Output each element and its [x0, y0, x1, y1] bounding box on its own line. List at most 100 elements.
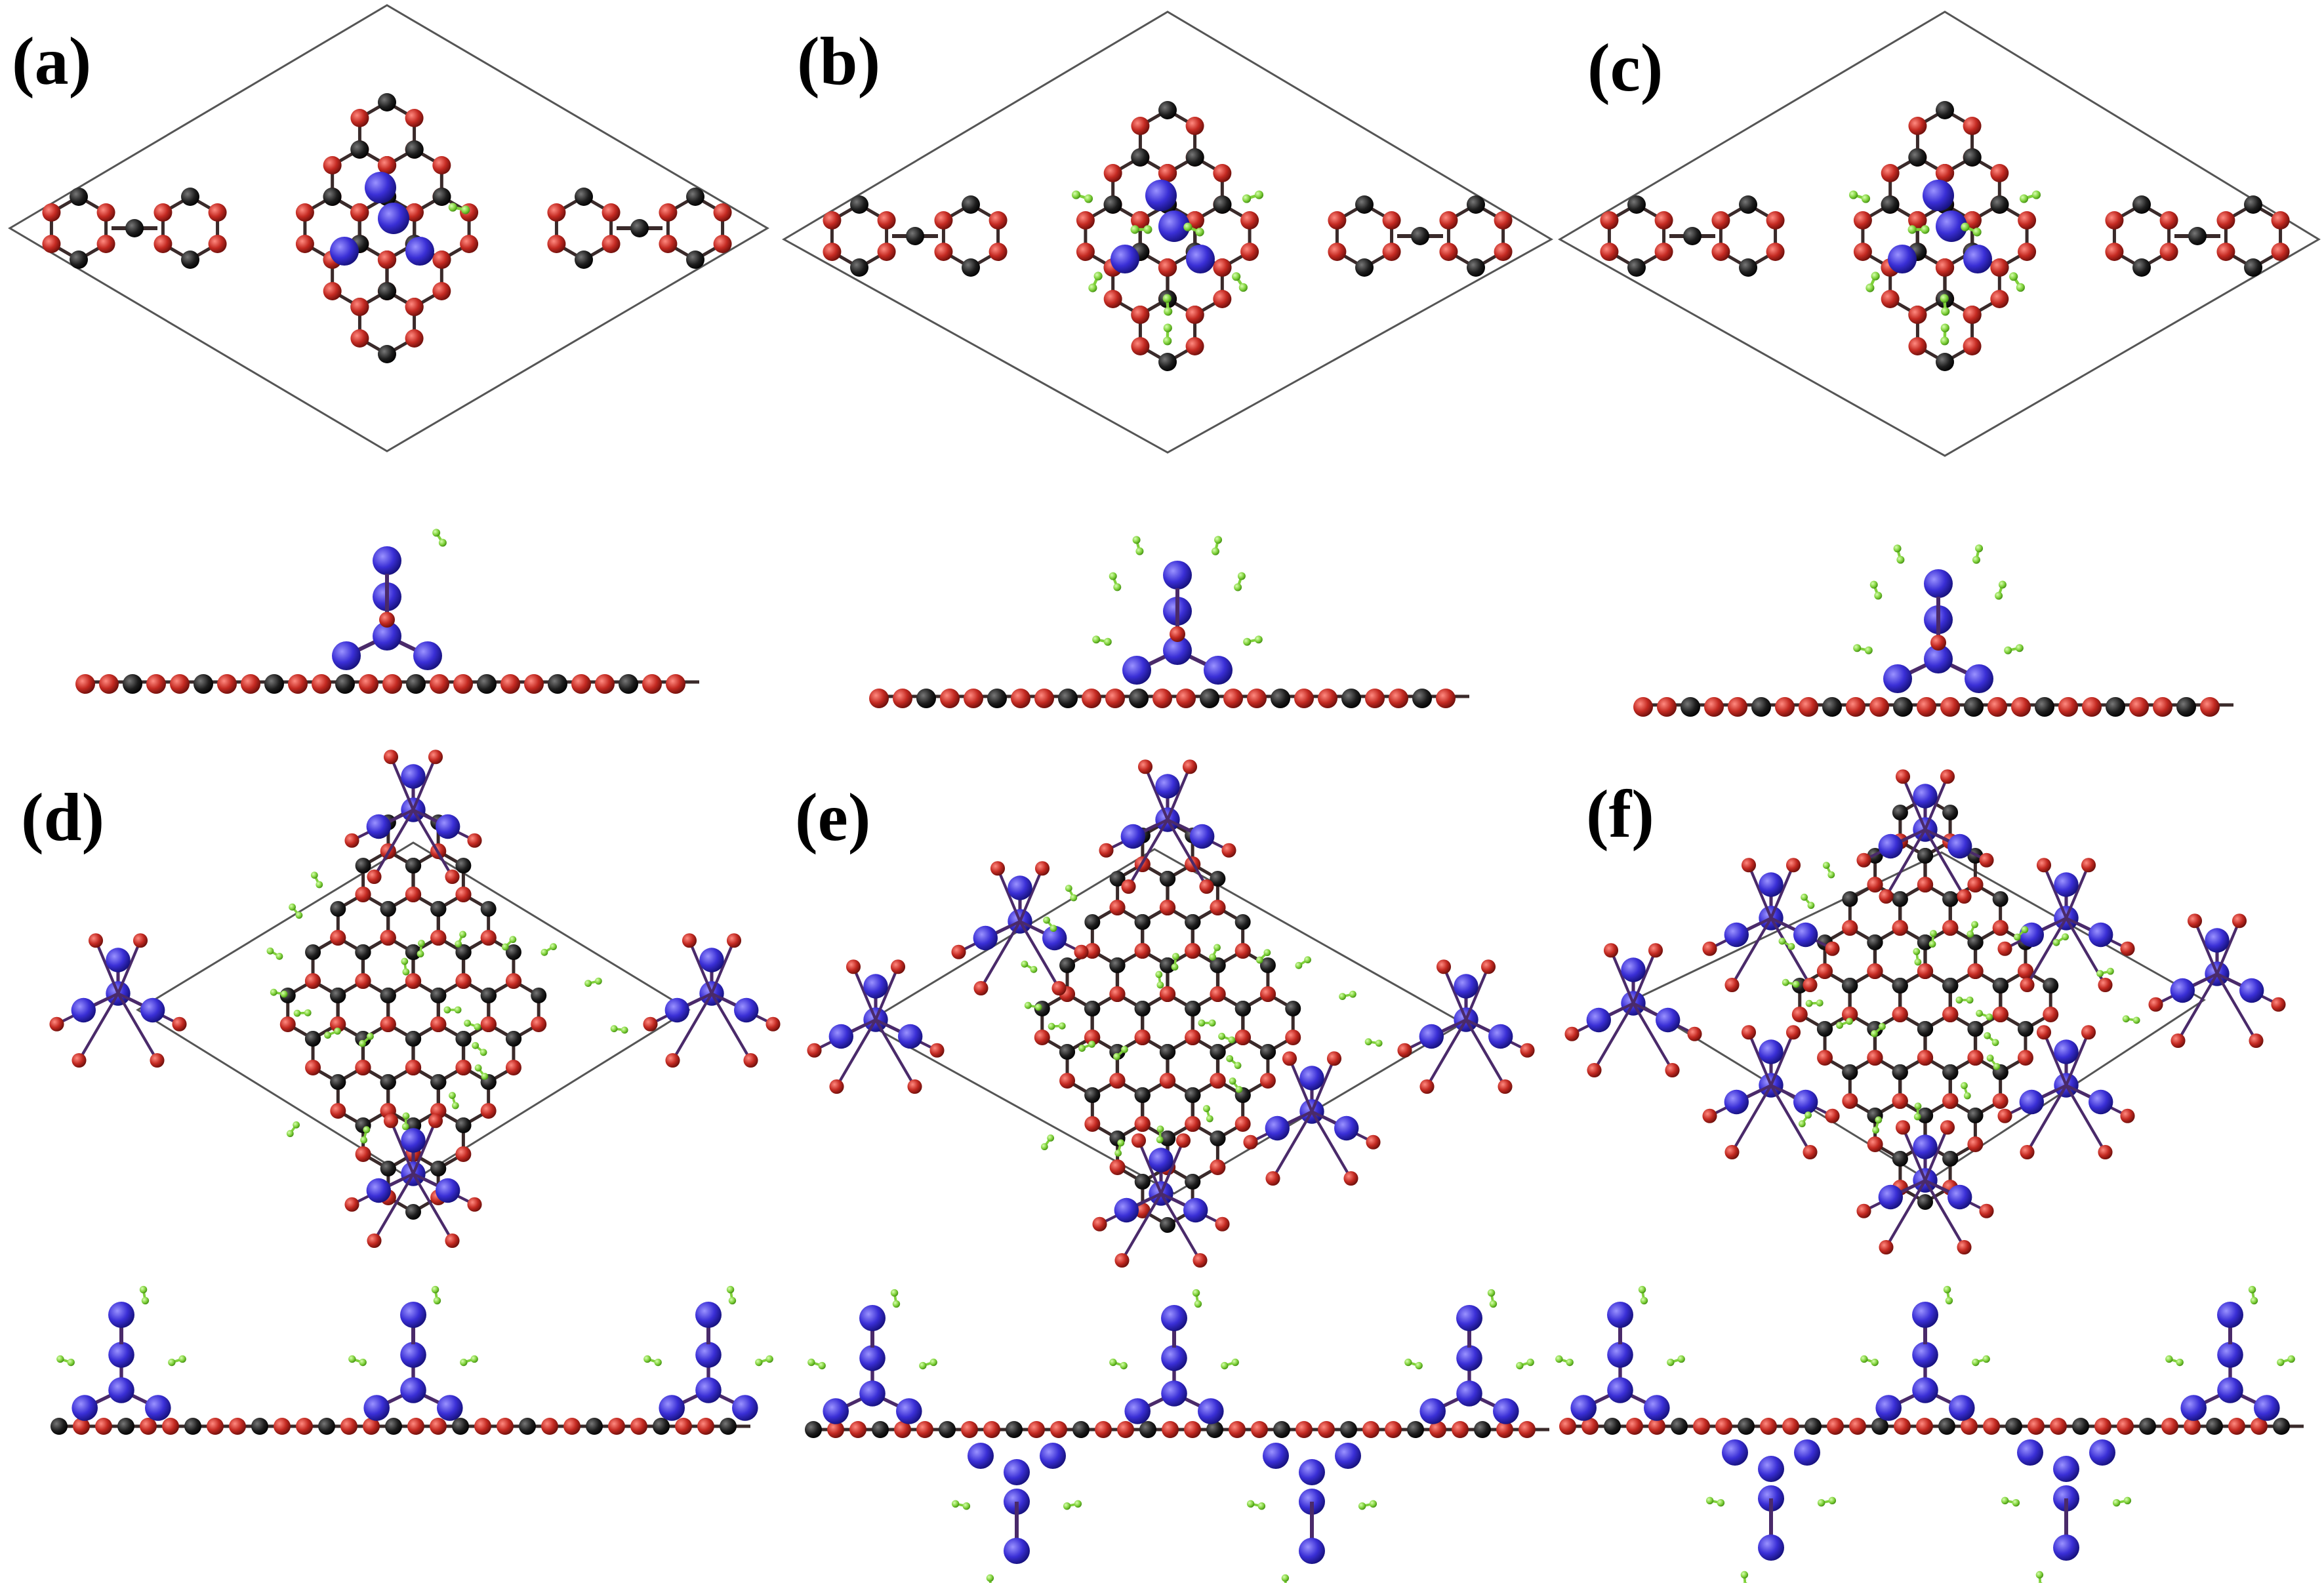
hydrogen-atom: [1986, 1013, 1993, 1021]
oxygen-atom: [1011, 689, 1030, 708]
hydrogen-atom: [2165, 1355, 2173, 1363]
hydrogen-atom: [1805, 999, 1813, 1007]
oxygen-atom: [907, 1079, 922, 1094]
hydrogen-atom: [459, 931, 466, 938]
oxygen-atom: [1265, 1171, 1280, 1186]
hydrogen-atom: [728, 1296, 737, 1305]
carbon-atom: [939, 1421, 956, 1438]
oxygen-atom: [96, 203, 115, 222]
hydrogen-atom: [1998, 580, 2007, 589]
oxygen-atom: [73, 1418, 90, 1435]
oxygen-atom: [765, 1016, 781, 1032]
unit-cell-c: [1557, 10, 2321, 457]
hydrogen-atom: [402, 1112, 410, 1120]
panel-b-side-view: [869, 536, 1469, 708]
oxygen-atom: [367, 1233, 382, 1249]
carbon-atom: [1109, 957, 1126, 973]
metal-atom: [1878, 1184, 1903, 1210]
oxygen-atom: [1234, 1116, 1251, 1132]
hydrogen-atom: [293, 1121, 300, 1129]
oxygen-atom: [1867, 963, 1883, 979]
oxygen-atom: [940, 689, 960, 708]
oxygen-atom: [1600, 211, 1619, 230]
carbon-atom: [350, 140, 369, 159]
oxygen-atom: [1693, 1418, 1710, 1435]
hydrogen-atom: [1120, 1361, 1128, 1370]
hydrogen-atom: [1872, 1127, 1880, 1134]
oxygen-atom: [1152, 689, 1172, 708]
hydrogen-atom: [1836, 1022, 1843, 1029]
oxygen-atom: [846, 959, 861, 974]
carbon-atom: [1160, 1044, 1176, 1060]
oxygen-atom: [1295, 1421, 1313, 1438]
hydrogen-atom: [1526, 1358, 1534, 1367]
oxygen-atom: [2216, 243, 2235, 261]
hydrogen-atom: [56, 1355, 64, 1363]
metal-atom: [1656, 1007, 1681, 1033]
carbon-atom: [1129, 689, 1149, 708]
oxygen-atom: [1103, 164, 1122, 182]
hydrogen-atom: [1203, 1105, 1210, 1112]
carbon-atom: [378, 93, 396, 111]
carbon-atom: [1109, 871, 1126, 887]
oxygen-atom: [2094, 1418, 2111, 1435]
hydrogen-atom: [168, 1358, 176, 1367]
carbon-atom: [455, 1031, 472, 1047]
oxygen-atom: [1803, 977, 1818, 993]
oxygen-atom: [1917, 697, 1936, 717]
metal-atom: [823, 1398, 849, 1424]
oxygen-atom: [964, 689, 983, 708]
carbon-atom: [1963, 148, 1982, 167]
hydrogen-atom: [1242, 194, 1252, 203]
hydrogen-atom: [295, 912, 303, 919]
metal-atom: [2053, 1456, 2079, 1482]
oxygen-atom: [380, 930, 396, 946]
carbon-atom: [1412, 689, 1432, 708]
carbon-atom: [575, 188, 593, 206]
carbon-atom: [251, 1418, 268, 1435]
oxygen-atom: [455, 973, 472, 989]
oxygen-atom: [1109, 900, 1126, 915]
oxygen-atom: [2105, 243, 2124, 261]
oxygen-atom: [1741, 858, 1757, 873]
oxygen-atom: [1328, 211, 1347, 230]
oxygen-atom: [659, 203, 678, 222]
carbon-atom: [1990, 195, 2009, 214]
hydrogen-atom: [610, 1025, 618, 1033]
bond: [1160, 1140, 1185, 1194]
bond: [390, 756, 415, 811]
hydrogen-atom: [1972, 228, 1982, 237]
hydrogen-atom: [1238, 283, 1248, 292]
bond: [671, 992, 713, 1062]
oxygen-atom: [1782, 1418, 1799, 1435]
oxygen-atom: [355, 1060, 371, 1075]
oxygen-atom: [1963, 337, 1982, 355]
oxygen-atom: [1990, 290, 2009, 308]
carbon-atom: [2244, 195, 2262, 214]
hydrogen-atom: [1792, 980, 1800, 988]
oxygen-atom: [1247, 689, 1267, 708]
oxygen-atom: [1282, 1051, 1297, 1066]
oxygen-atom: [1234, 1030, 1251, 1045]
oxygen-atom: [1109, 1073, 1126, 1089]
carbon-atom: [1160, 871, 1176, 887]
carbon-atom: [330, 988, 346, 1003]
metal-atom: [1145, 180, 1177, 211]
hydrogen-atom: [1940, 336, 1949, 346]
oxygen-atom: [2050, 1418, 2067, 1435]
hydrogen-atom: [1914, 958, 1922, 966]
metal-atom: [859, 1380, 886, 1407]
hydrogen-atom: [1864, 646, 1873, 654]
oxygen-atom: [1084, 1030, 1101, 1045]
oxygen-atom: [2018, 211, 2037, 230]
metal-atom: [695, 1342, 722, 1368]
hydrogen-atom: [1489, 1300, 1498, 1308]
hydrogen-atom: [286, 1130, 294, 1138]
hydrogen-atom: [2052, 938, 2060, 946]
carbon-atom: [455, 1117, 472, 1133]
oxygen-atom: [1702, 1108, 1717, 1123]
oxygen-atom: [170, 674, 190, 694]
oxygen-atom: [1326, 1051, 1342, 1066]
hydrogen-atom: [1209, 953, 1217, 961]
oxygen-atom: [2020, 977, 2035, 993]
